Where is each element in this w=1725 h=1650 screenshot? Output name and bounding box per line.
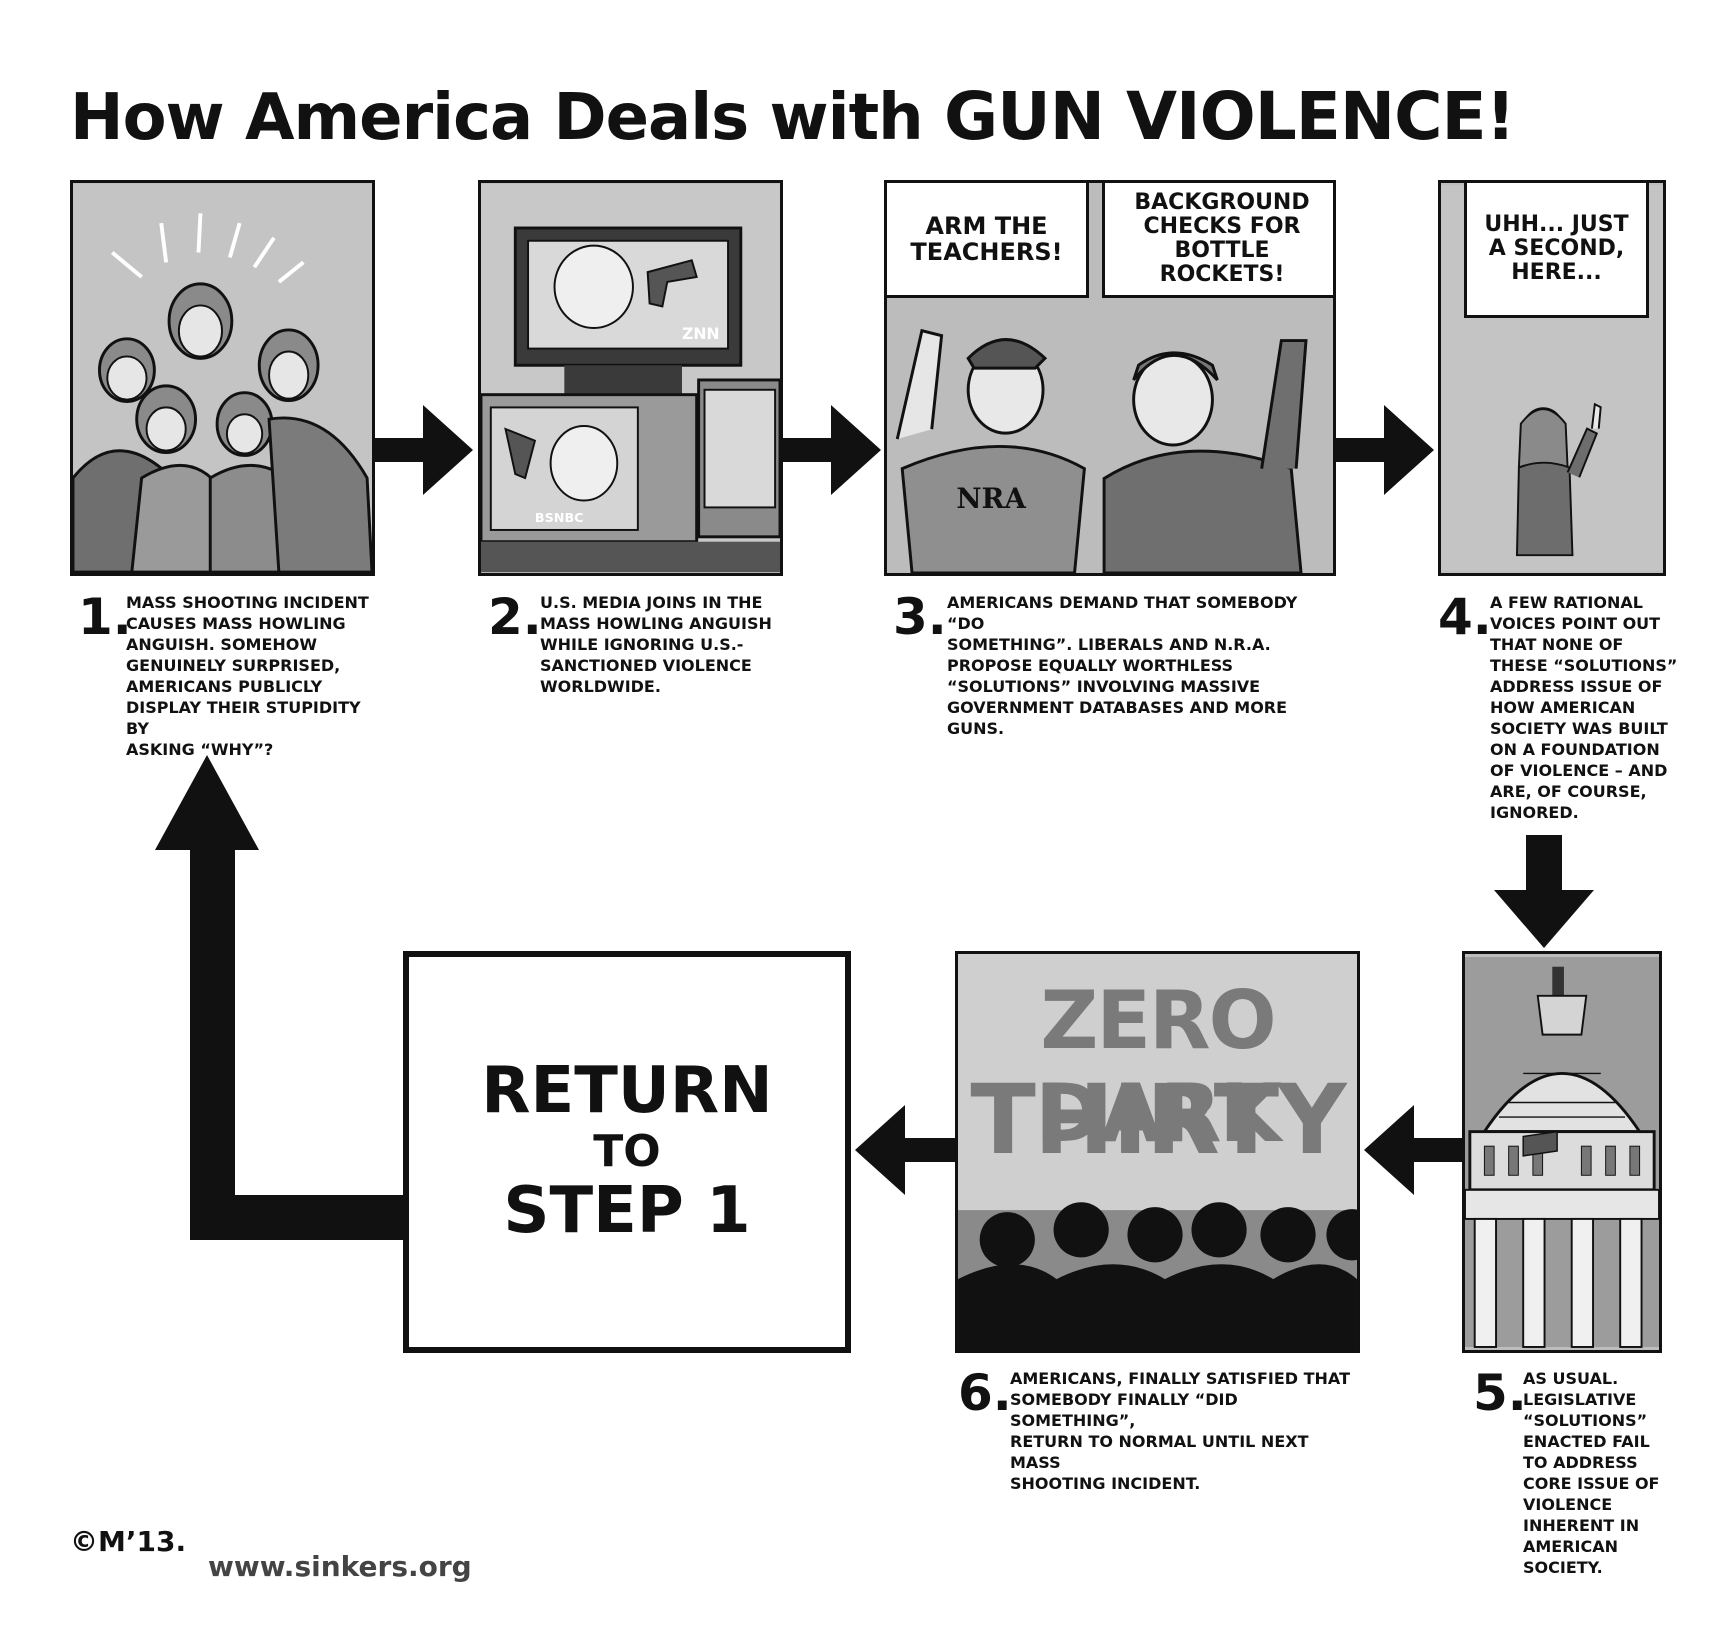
return-line3: STEP 1 [503, 1174, 751, 1249]
step-1-caption: 1. Mass shooting incident causes mass ho… [78, 588, 378, 759]
step-1-text: Mass shooting incident causes mass howli… [126, 593, 369, 759]
step-5-number: 5. [1473, 1364, 1527, 1422]
step-6-number: 6. [958, 1364, 1012, 1422]
step-2-caption: 2. U.S. media joins in the mass howling … [488, 592, 788, 712]
speech-bubble-just-a-second: UHH... JUST A SECOND, HERE... [1464, 183, 1649, 318]
speech-bubble-background-checks: BACKGROUND CHECKS FOR BOTTLE ROCKETS! [1102, 183, 1333, 298]
arrow-left-1 [855, 1105, 955, 1195]
panel-3-demands: NRA ARM THE TEACHERS! BACKGROUND CHECKS … [884, 180, 1336, 576]
panel-4-rational-voice: UHH... JUST A SECOND, HERE... [1438, 180, 1666, 576]
return-line1: RETURN [481, 1054, 773, 1129]
panel-5-capitol [1462, 951, 1662, 1353]
step-5-text: As usual. Legislative “solutions” enacte… [1523, 1369, 1660, 1577]
return-to-step-1-box: RETURN TO STEP 1 [403, 951, 851, 1353]
step-4-caption: 4. A few rational voices point out that … [1438, 592, 1678, 832]
artist-signature: ©M’13. [70, 1525, 187, 1558]
panel-2-media: ZNN BSNBC [478, 180, 783, 576]
arrow-right-1 [375, 405, 473, 495]
step-1-number: 1. [78, 588, 132, 646]
panel-1-crowd [70, 180, 375, 576]
step-4-number: 4. [1438, 588, 1492, 646]
arrow-down [1494, 835, 1594, 948]
movie-audience-illustration [958, 954, 1357, 1350]
return-line2: TO [593, 1125, 661, 1177]
panel-6-movie: ZERO DARK THIRTY [955, 951, 1360, 1353]
crowd-illustration [73, 183, 372, 573]
poster-title-line1: ZERO DARK [1035, 974, 1282, 1160]
tv-bottom-logo: BSNBC [535, 511, 584, 526]
tv-top-logo: ZNN [682, 324, 720, 343]
arrow-left-2 [1364, 1105, 1462, 1195]
capitol-illustration [1465, 957, 1659, 1348]
step-3-text: Americans demand that somebody “do somet… [947, 593, 1298, 738]
arrow-right-3 [1336, 405, 1434, 495]
step-5-caption: 5. As usual. Legislative “solutions” ena… [1473, 1368, 1673, 1598]
comic-title: How America Deals with GUN VIOLENCE! [70, 78, 1516, 155]
step-3-number: 3. [893, 588, 947, 646]
step-3-caption: 3. Americans demand that somebody “do so… [893, 588, 1323, 738]
step-2-text: U.S. media joins in the mass howling ang… [540, 593, 772, 696]
speech-bubble-arm-teachers: ARM THE TEACHERS! [887, 183, 1089, 298]
website-link[interactable]: www.sinkers.org [208, 1550, 472, 1583]
loop-arrow-up [155, 755, 403, 1240]
tv-illustration: ZNN BSNBC [481, 183, 780, 573]
step-6-caption: 6. Americans, finally satisfied that som… [958, 1364, 1358, 1493]
step-2-number: 2. [488, 588, 542, 646]
poster-title-line2: THIRTY [970, 1064, 1346, 1176]
nra-shirt-text: NRA [956, 482, 1026, 515]
step-4-text: A few rational voices point out that non… [1490, 593, 1678, 822]
step-6-text: Americans, finally satisfied that somebo… [1010, 1369, 1350, 1493]
title-part2: GUN VIOLENCE! [944, 78, 1516, 155]
title-part1: How America Deals with [70, 81, 924, 155]
arrow-right-2 [783, 405, 881, 495]
